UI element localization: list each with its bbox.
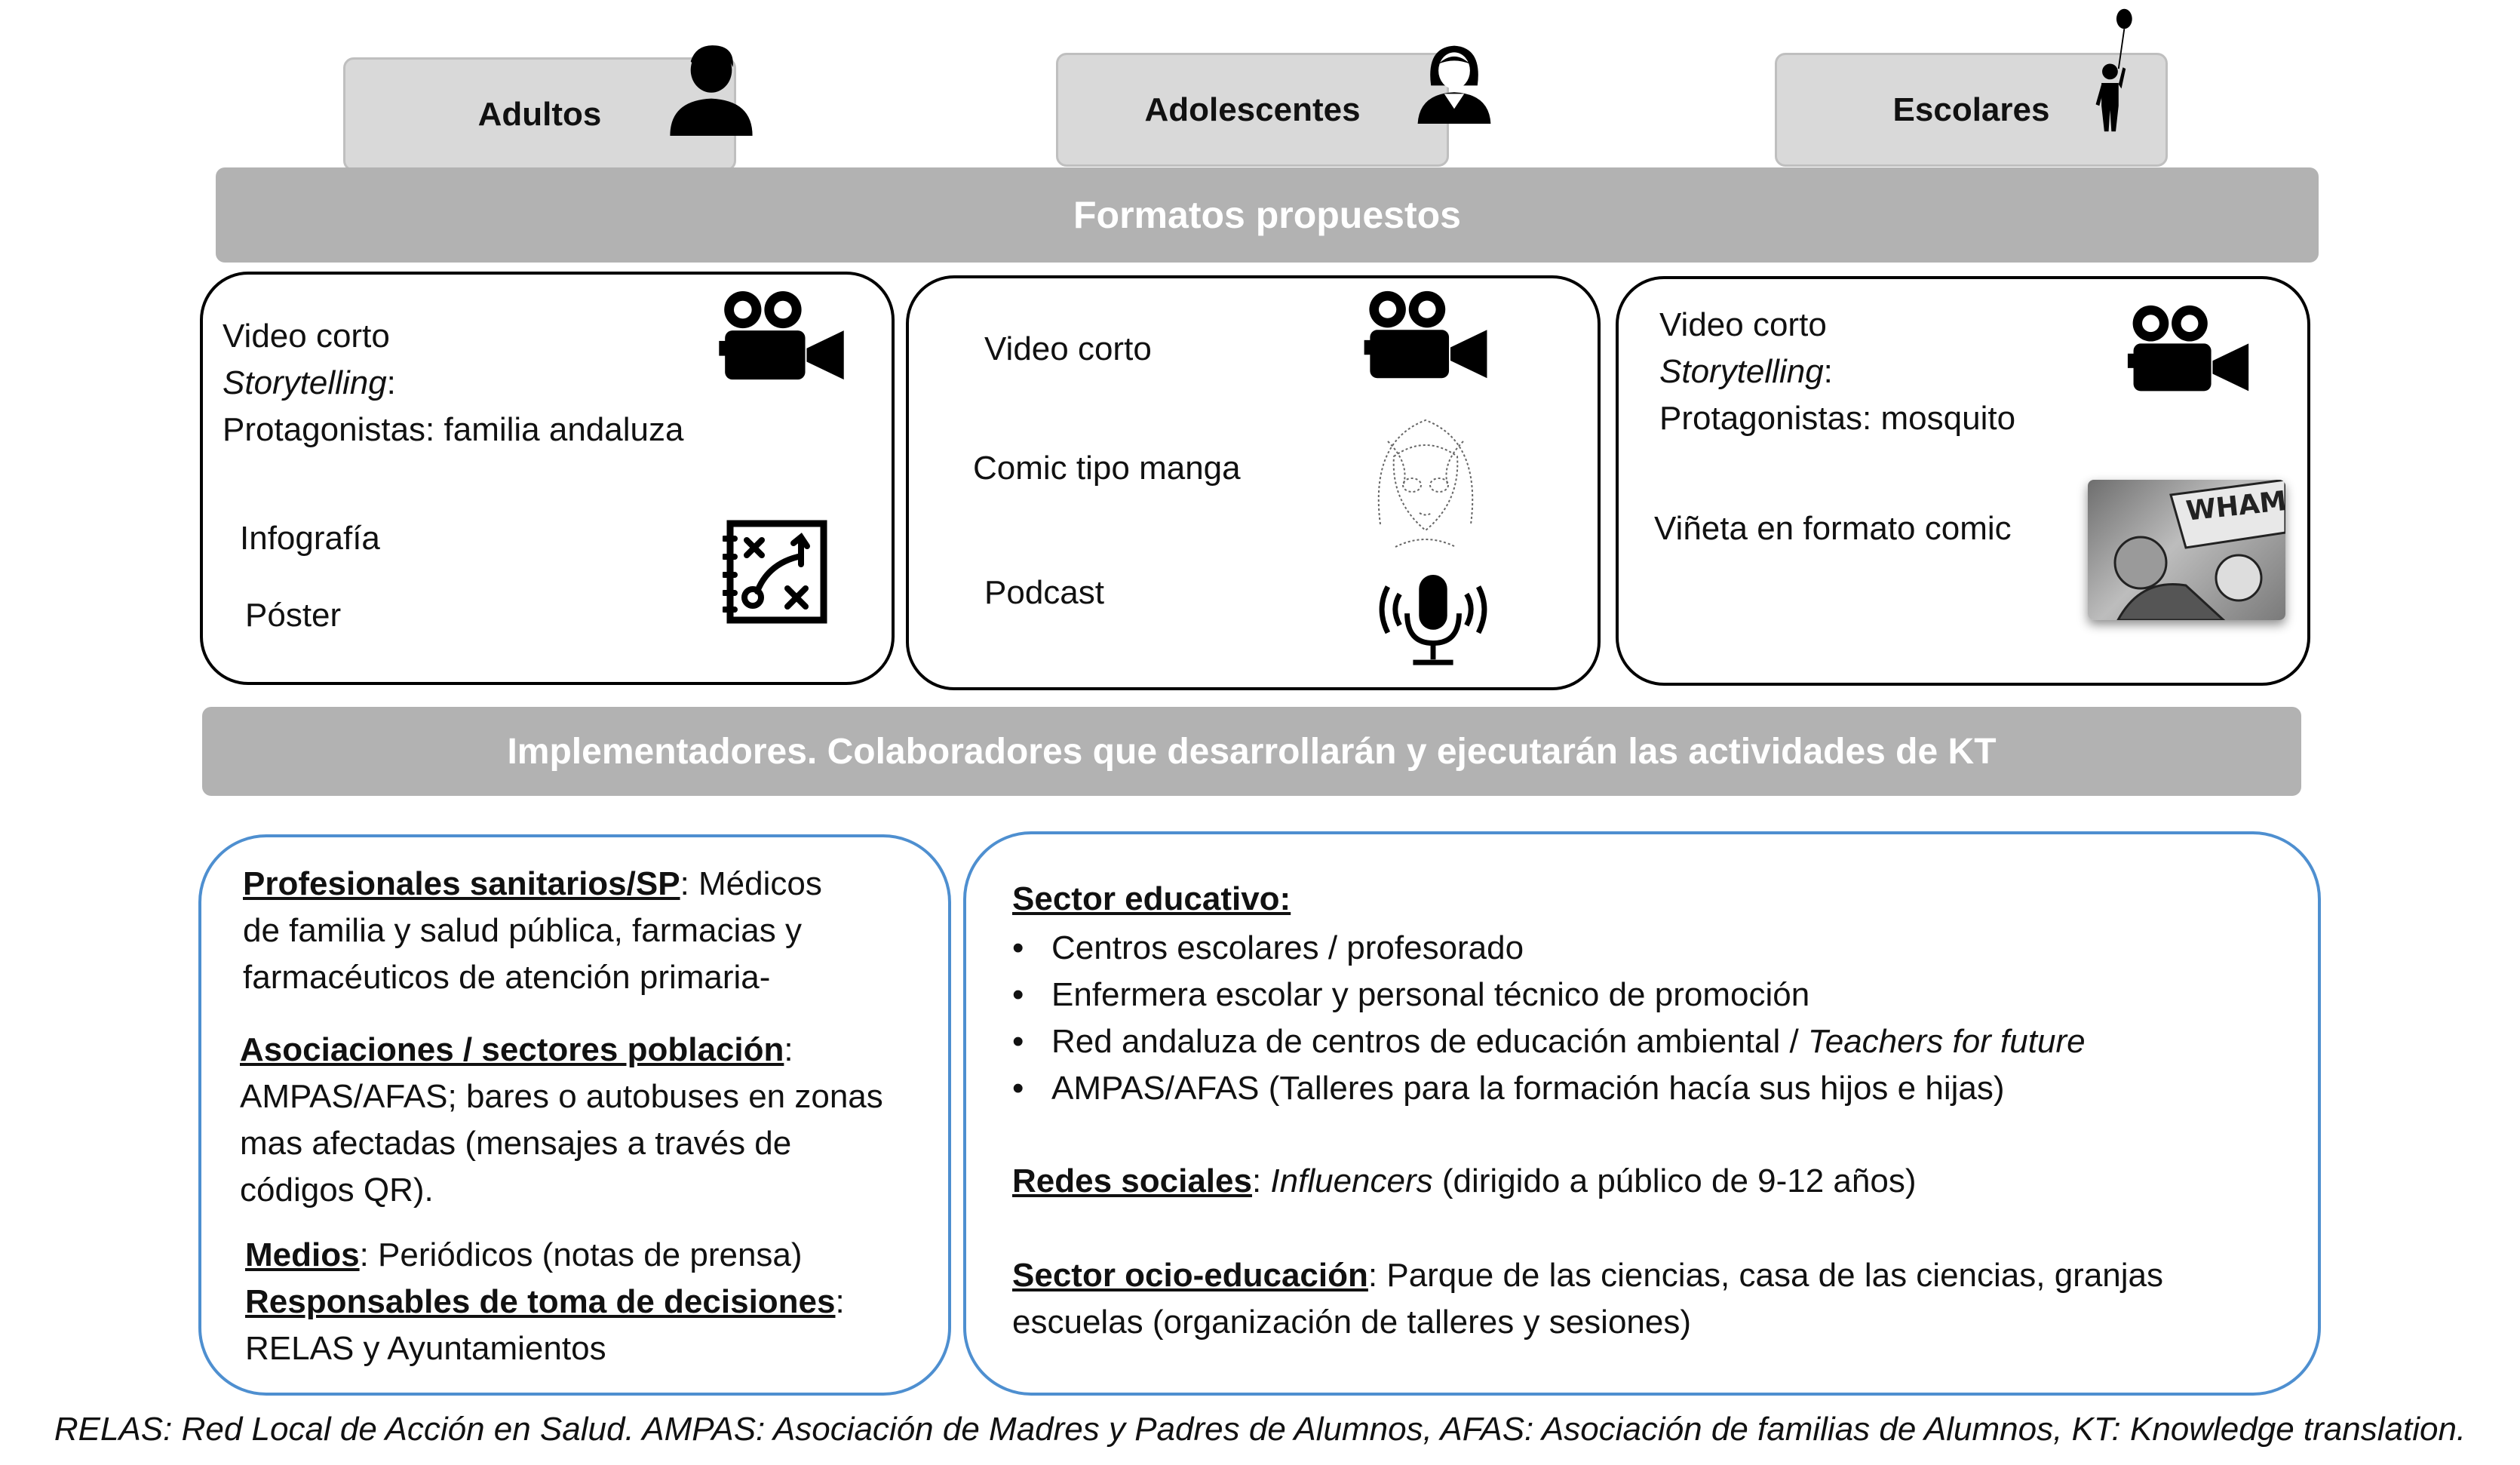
leisure-title: Sector ocio-educación (1012, 1257, 1368, 1294)
assoc-title: Asociaciones / sectores población (240, 1031, 784, 1068)
leisure-line-1: Sector ocio-educación: Parque de las cie… (1012, 1256, 2163, 1296)
formats-header: Formatos propuestos (216, 167, 2319, 263)
assoc-colon: : (784, 1031, 793, 1068)
assoc-line-1: Asociaciones / sectores población: (240, 1030, 793, 1070)
leisure-line-2: escuelas (organización de talleres y ses… (1012, 1304, 1692, 1341)
decision-title: Responsables de toma de decisiones (245, 1283, 836, 1320)
tab-schoolchildren-label: Escolares (1892, 91, 2050, 128)
health-text-1: : Médicos (680, 865, 822, 902)
adolescents-formats-box (906, 275, 1601, 690)
health-line-2: de familia y salud pública, farmacias y (243, 912, 802, 949)
schoolchildren-storytelling-label: Storytelling (1659, 353, 1824, 390)
assoc-line-2: AMPAS/AFAS; bares o autobuses en zonas (240, 1078, 883, 1115)
edu-item-2: Enfermera escolar y personal técnico de … (1051, 976, 1810, 1013)
media-text: : Periódicos (notas de prensa) (359, 1236, 803, 1273)
adults-storytelling-colon: : (386, 364, 396, 401)
list-item: •Centros escolares / profesorado (1012, 929, 1524, 966)
edu-item-3-italic: Teachers for future (1807, 1023, 2086, 1060)
edu-list: •Centros escolares / profesorado •Enferm… (1012, 925, 2086, 1112)
social-colon: : (1251, 1162, 1271, 1199)
movie-camera-icon (2127, 305, 2249, 392)
implementers-header-label: Implementadores. Colaboradores que desar… (507, 731, 1997, 772)
decision-colon: : (835, 1283, 845, 1320)
list-item: •Red andaluza de centros de educación am… (1012, 1023, 2086, 1060)
edu-title: Sector educativo: (1012, 880, 1291, 920)
health-line-1: Profesionales sanitarios/SP: Médicos (243, 865, 822, 904)
footnote: RELAS: Red Local de Acción en Salud. AMP… (54, 1411, 2466, 1448)
movie-camera-icon (1364, 290, 1487, 379)
media-title: Medios (245, 1236, 360, 1273)
implementers-left-box (198, 834, 951, 1396)
edu-title-label: Sector educativo: (1012, 880, 1291, 917)
health-line-3: farmacéuticos de atención primaria- (243, 959, 771, 996)
schoolchildren-formats-box (1616, 276, 2310, 686)
tab-adults-label: Adultos (477, 95, 602, 133)
adults-poster-label: Póster (245, 597, 342, 634)
decision-line: Responsables de toma de decisiones: (245, 1282, 845, 1322)
microphone-icon (1379, 574, 1487, 665)
leisure-text-1: : Parque de las ciencias, casa de las ci… (1367, 1257, 2164, 1294)
decision-text: RELAS y Ayuntamientos (245, 1330, 606, 1367)
adults-protagonists-label: Protagonistas: familia andaluza (223, 411, 684, 448)
implementers-header: Implementadores. Colaboradores que desar… (202, 707, 2301, 796)
edu-item-3: Red andaluza de centros de educación amb… (1051, 1023, 1808, 1060)
comic-image: WHAM! (2088, 480, 2285, 620)
edu-item-1: Centros escolares / profesorado (1051, 929, 1524, 966)
schoolchildren-storytelling-line: Storytelling: (1659, 352, 1833, 392)
adults-video-label: Video corto (223, 318, 390, 355)
social-text: (dirigido a público de 9-12 años) (1432, 1162, 1917, 1199)
adults-storytelling-line: Storytelling: (223, 364, 396, 404)
tab-adolescents-label: Adolescentes (1144, 91, 1361, 128)
assoc-line-3: mas afectadas (mensajes a través de (240, 1125, 792, 1162)
schoolchildren-video-label: Video corto (1659, 306, 1827, 343)
woman-icon (1417, 45, 1491, 124)
assoc-line-4: códigos QR). (240, 1172, 434, 1209)
tab-adolescents: Adolescentes (1056, 53, 1449, 167)
strategy-board-icon (723, 520, 827, 624)
adults-storytelling-label: Storytelling (223, 364, 387, 401)
social-title: Redes sociales (1012, 1162, 1252, 1199)
schoolchildren-protagonists-label: Protagonistas: mosquito (1659, 400, 2016, 437)
list-item: •AMPAS/AFAS (Talleres para la formación … (1012, 1070, 2005, 1107)
tab-adults: Adultos (343, 57, 736, 171)
list-item: •Enfermera escolar y personal técnico de… (1012, 976, 1810, 1013)
adults-formats-box (200, 272, 895, 685)
adolescents-podcast-label: Podcast (984, 574, 1104, 611)
schoolchildren-comic-label: Viñeta en formato comic (1654, 510, 2012, 547)
adolescents-video-label: Video corto (984, 330, 1152, 367)
health-title: Profesionales sanitarios/SP (243, 865, 680, 902)
social-line: Redes sociales: Influencers (dirigido a … (1012, 1162, 1917, 1202)
comic-art (2113, 480, 2285, 620)
edu-item-4: AMPAS/AFAS (Talleres para la formación h… (1051, 1070, 2005, 1107)
media-line: Medios: Periódicos (notas de prensa) (245, 1236, 803, 1276)
schoolchildren-storytelling-colon: : (1823, 353, 1833, 390)
adolescents-comic-label: Comic tipo manga (973, 450, 1241, 487)
social-italic: Influencers (1270, 1162, 1433, 1199)
movie-camera-icon (719, 290, 844, 380)
manga-face-icon (1377, 419, 1474, 548)
child-balloon-icon (2095, 8, 2132, 132)
formats-header-label: Formatos propuestos (1073, 194, 1461, 236)
adults-infographic-label: Infografía (240, 520, 380, 557)
implementers-right-box (963, 831, 2321, 1396)
person-icon (670, 45, 753, 136)
